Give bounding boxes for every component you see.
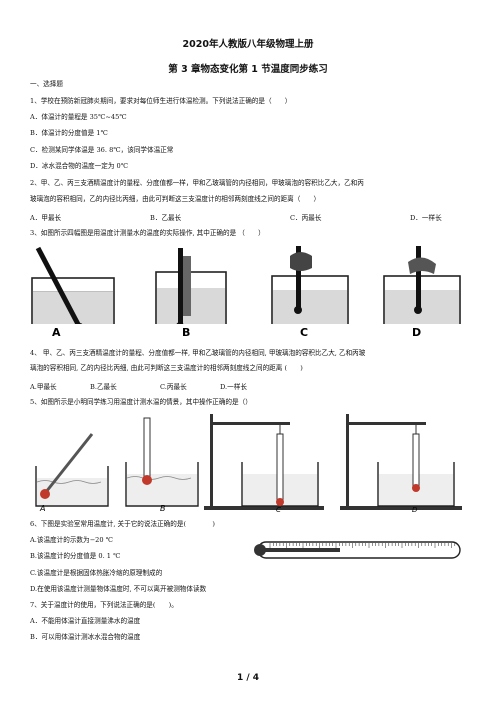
question-4-option-c: C.丙最长 [160, 383, 187, 391]
setup-label-b: B [160, 504, 166, 512]
question-2-option-b: B．乙最长 [150, 214, 182, 222]
question-2-option-d: D．一样长 [410, 214, 442, 222]
question-1-option-a: A．体温计的量程是 35℃~45℃ [30, 113, 127, 121]
question-2-option-a: A．甲最长 [30, 214, 62, 222]
setup-b-figure: B [125, 417, 199, 512]
question-6-option-b: B.该温度计的分度值是 0. 1 ℃ [30, 552, 121, 560]
setup-d-figure: D [340, 414, 462, 512]
beaker-a-figure: A [28, 246, 120, 338]
question-1-option-c: C．检测某同学体温是 36. 8℃，该同学体温正常 [30, 146, 174, 154]
setup-label-a: A [39, 504, 45, 512]
document-subtitle: 第 3 章物态变化第 1 节温度同步练习 [168, 64, 328, 75]
question-2-option-c: C．丙最长 [290, 214, 322, 222]
question-2-stem-line-2: 玻璃泡的容积相同，乙的内径比丙细，由此可判断这三支温度计的相邻两刻度线之间的距离… [30, 195, 321, 203]
question-6-option-a: A.该温度计的示数为−20 ℃ [30, 536, 113, 544]
question-5-figure: A B C [35, 414, 462, 512]
setup-a-figure: A [35, 433, 109, 512]
question-4-stem-line-2: 璃泡的容积相同, 乙的内径比丙细, 由此可判断这三支温度计的相邻两刻度线之间的距… [30, 364, 303, 372]
beaker-d-figure: D [378, 246, 466, 338]
question-4-option-a: A.甲最长 [30, 383, 57, 391]
question-4-option-d: D.一样长 [220, 383, 247, 391]
figure-label-c: C [300, 326, 308, 338]
question-1-option-b: B．体温计的分度值是 1℃ [30, 129, 108, 137]
page-number: 1 / 4 [236, 673, 260, 683]
beaker-b-figure: B [150, 248, 232, 338]
question-1-stem: 1、学校在预防新冠肺炎期间，要求对每位师生进行体温检测。下列说法正确的是（ ） [30, 97, 292, 105]
setup-label-d: D [412, 506, 418, 512]
section-heading: 一、选择题 [30, 80, 63, 88]
question-2-stem-line-1: 2、甲、乙、丙三支酒精温度计的量程、分度值都一样，甲和乙玻璃管的内径相同，甲玻璃… [30, 179, 364, 187]
lab-thermometer-figure [254, 541, 461, 559]
figure-label-a: A [52, 326, 61, 338]
question-6-option-d: D.在使用该温度计测量物体温度时, 不可以离开被测物体读数 [30, 585, 207, 593]
question-7-option-b: B．可以用体温计测冰水混合物的温度 [30, 633, 141, 641]
figure-label-d: D [412, 326, 421, 338]
question-4-option-b: B.乙最长 [90, 383, 117, 391]
document-title: 2020年人教版八年级物理上册 [182, 39, 314, 50]
figure-label-b: B [182, 326, 190, 338]
question-4-stem-line-1: 4、 甲、乙、丙三支酒精温度计的量程、分度值都一样, 甲和乙玻璃管的内径相同, … [30, 349, 366, 357]
question-7-stem: 7、关于温度计的使用，下列说法正确的是( )。 [30, 601, 178, 609]
question-3-stem: 3、如图所示四幅图是用温度计测量水的温度的实际操作, 其中正确的是 （ ） [30, 229, 265, 237]
setup-c-figure: C [204, 414, 324, 512]
question-1-option-d: D．冰水混合物的温度一定为 0℃ [30, 162, 129, 170]
question-3-figure: A B C D [28, 246, 466, 338]
setup-label-c: C [276, 506, 281, 512]
question-5-stem: 5、如图所示是小明同学练习用温度计测水温的情景，其中操作正确的是（） [30, 398, 252, 406]
question-7-option-a: A．不能用体温计直接测量沸水的温度 [30, 617, 141, 625]
question-6-stem: 6、下图是实验室常用温度计, 关于它的说法正确的是( ) [30, 520, 215, 528]
question-6-option-c: C.该温度计是根据固体热胀冷缩的原理制成的 [30, 569, 163, 577]
beaker-c-figure: C [266, 246, 354, 338]
